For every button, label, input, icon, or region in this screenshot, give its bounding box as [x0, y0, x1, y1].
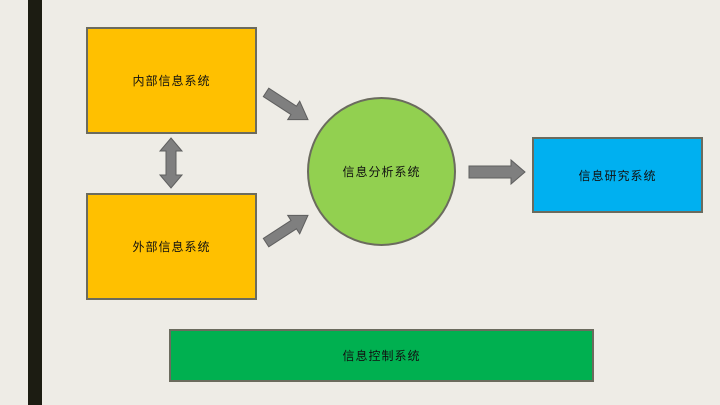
info-control-system-label: 信息控制系统 — [342, 349, 421, 363]
arrow-internal-external-bidirectional — [158, 137, 184, 189]
internal-info-system-box: 内部信息系统 — [86, 27, 257, 134]
info-research-system-label: 信息研究系统 — [578, 168, 657, 183]
external-info-system-label: 外部信息系统 — [132, 240, 211, 254]
external-info-system-box: 外部信息系统 — [86, 193, 257, 300]
internal-info-system-label: 内部信息系统 — [132, 74, 211, 88]
arrow-internal-to-analysis — [262, 87, 309, 121]
info-analysis-system-circle: 信息分析系统 — [307, 97, 456, 246]
arrow-analysis-to-research — [468, 158, 526, 186]
arrow-external-to-analysis — [262, 214, 309, 248]
info-research-system-box: 信息研究系统 — [532, 137, 703, 213]
info-analysis-system-label: 信息分析系统 — [342, 165, 421, 179]
info-control-system-box: 信息控制系统 — [169, 329, 594, 382]
accent-bar — [28, 0, 42, 405]
